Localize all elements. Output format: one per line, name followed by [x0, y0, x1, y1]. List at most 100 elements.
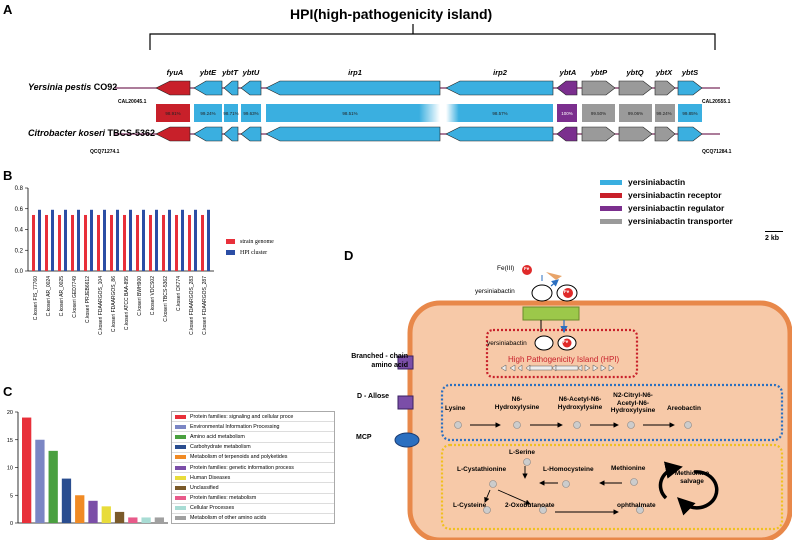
gene-label-ybtE: ybtE [199, 68, 217, 77]
chart-b-bar [58, 214, 61, 271]
identity-ybtP: 99.50% [590, 111, 607, 116]
chart-c-bar [128, 517, 138, 523]
chart-c-legend-label: Metabolism of other amino acids [190, 515, 267, 522]
aero-n6-acetyl: N6-Acetyl-N6- Hydroxylysine [557, 396, 603, 411]
identity-blocks [156, 104, 702, 122]
gene-label-ybtQ: ybtQ [626, 68, 644, 77]
organism-label-bottom: Citrobacter koseri TBCS-5362 [28, 128, 155, 138]
chart-b-bar [116, 209, 119, 271]
chart-c-bar [22, 417, 32, 523]
chart-b-ytick-label: 0.2 [15, 248, 24, 254]
hpi-label: High Pathogenicity Island (HPI) [508, 355, 620, 364]
fe-label-1: Fe [524, 266, 530, 271]
met-l-cysteine: L-Cysteine [453, 502, 487, 509]
chart-c-legend-swatch [175, 496, 186, 501]
methionine-nodes [483, 458, 644, 514]
panel-label-c: C [3, 384, 13, 399]
identity-ybtX: 99.24% [656, 111, 672, 116]
organism-top-strain: CO92 [93, 82, 118, 92]
identity-ybtS: 99.85% [682, 111, 698, 116]
chart-c-legend-swatch [175, 445, 186, 450]
panel-d-diagram [394, 265, 792, 540]
chart-c-legend: Protein families: signaling and cellular… [171, 411, 335, 525]
gene-label-irp2: irp2 [493, 68, 507, 77]
methionine-box [440, 443, 784, 531]
chart-c-ytick-label: 20 [7, 410, 13, 416]
chart-c-legend-swatch [175, 424, 186, 429]
panel-label-a: A [3, 2, 13, 17]
chart-c-bar [75, 495, 85, 523]
chart-b-bar [77, 209, 80, 271]
chart-b-bar [181, 209, 184, 271]
panel-a-diagram [115, 24, 720, 142]
identity-ybtA: 100% [561, 111, 573, 116]
fe-ion-free [522, 265, 532, 275]
chart-b-ytick-label: 0.4 [15, 228, 24, 234]
met-l-serine: L-Serine [509, 449, 536, 456]
chart-b-xtick-label: C.koseri FDAARGOS_287 [202, 276, 208, 335]
bcaa-transporter [397, 355, 414, 370]
chart-b-bar [201, 214, 204, 271]
chart-b-xtick-label: C.koseri AR_0025 [59, 276, 65, 317]
chart-c-legend-item: Unclassified [172, 483, 334, 494]
met-methionine: Methionine [611, 465, 646, 472]
chart-b-bar [162, 214, 165, 271]
legend-hpi-cluster: HPI cluster [226, 250, 274, 256]
chart-c-legend-swatch [175, 434, 186, 439]
yersiniabactin-outside [531, 284, 553, 302]
chart-c-bar [101, 506, 111, 523]
chart-c-legend-swatch [175, 506, 186, 511]
chart-b-bar [38, 209, 41, 271]
bottom-gene-arrows [155, 126, 703, 142]
chart-c-legend-item: Human Diseases [172, 473, 334, 484]
organism-bottom-genus: Citrobacter koseri [28, 128, 106, 138]
aerobactin-box [440, 383, 784, 442]
chart-c-legend-item: Amino acid metabolism [172, 432, 334, 443]
legend-item-regulator: yersiniabactin regulator [600, 203, 733, 213]
chart-c-legend-label: Carbohydrate metabolism [190, 444, 251, 451]
chart-c-legend-item: Protein families: signaling and cellular… [172, 412, 334, 423]
methionine-salvage-cycle [676, 470, 719, 516]
chart-c-legend-label: Cellular Processes [190, 505, 235, 512]
chart-b-bar [188, 214, 191, 271]
chart-b-ytick-label: 0.0 [15, 269, 24, 275]
chart-c-legend-label: Metabolism of terpenoids and polyketides [190, 454, 288, 461]
gene-label-irp1: irp1 [348, 68, 362, 77]
mcp-receptor [394, 432, 420, 448]
chart-c-legend-label: Environmental Information Processing [190, 423, 280, 430]
met-l-cystathionine: L-Cystathionine [457, 466, 507, 473]
aerobactin-nodes [454, 421, 692, 429]
identity-fyuA: 98.91% [165, 111, 181, 116]
gene-label-ybtT: ybtT [222, 68, 238, 77]
chart-b-xtick-label: C.koseri AR_0024 [46, 276, 52, 317]
chart-b-xtick-label: C.koseri FIS_77760 [33, 276, 39, 320]
chart-b-bar [51, 209, 54, 271]
yersiniabactin-outside-label: yersiniabactin [475, 288, 515, 295]
scale-label: 2 kb [765, 235, 780, 242]
chart-c-legend-label: Unclassified [190, 484, 219, 491]
chart-c-legend-swatch [175, 465, 186, 470]
gene-label-ybtP: ybtP [590, 68, 608, 77]
chart-c-bar [114, 511, 125, 523]
chart-b-bar [90, 209, 93, 271]
organism-label-top: Yersinia pestis CO92 [28, 82, 117, 92]
chart-b-xtick-label: C.koseri CK774 [176, 276, 182, 311]
chart-b-xtick-label: C.koseri TBCS-5362 [163, 276, 169, 322]
gene-label-fyuA: fyuA [166, 68, 184, 77]
chart-b-bar [71, 214, 74, 271]
legend-strain-genome: strain genome [226, 239, 274, 245]
chart-b-bar [194, 209, 197, 271]
chart-b-bar [64, 209, 67, 271]
chart-b-xtick-label: C.koseri PRJEB6612 [85, 276, 91, 323]
scale-bar [765, 231, 783, 232]
chart-c-ytick-label: 15 [7, 438, 13, 444]
chart-b-bar [136, 214, 139, 271]
legend-item-receptor: yersiniabactin receptor [600, 190, 733, 200]
chart-b-bar [155, 209, 158, 271]
chart-c-legend-swatch [175, 516, 186, 521]
chart-b-bar [84, 214, 87, 271]
identity-ybtE: 99.24% [200, 111, 216, 116]
fe-label-2: Fe [564, 289, 570, 294]
chart-c-legend-label: Protein families: genetic information pr… [190, 464, 294, 471]
